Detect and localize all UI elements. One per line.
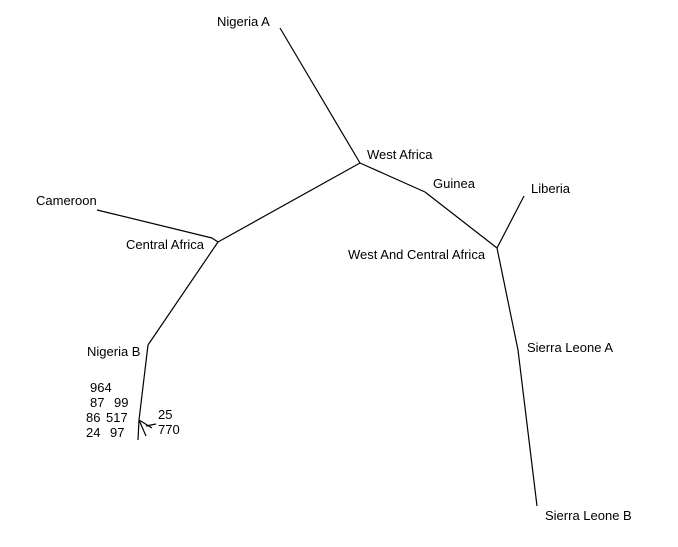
branch-liberia [496,195,525,249]
branch-cluster [138,419,147,437]
branch-west-central [217,162,361,243]
label-central-africa: Central Africa [126,237,205,252]
cluster-label: 964 [90,380,112,395]
cluster-label: 99 [114,395,128,410]
branch-nigeria-a [279,27,361,164]
cluster-label: 87 [90,395,104,410]
branch-stub [211,237,219,243]
label-nigeria-a: Nigeria A [217,14,270,29]
branch-nigeria-b [138,344,149,421]
label-cameroon: Cameroon [36,193,97,208]
branch-cluster [138,419,153,429]
label-liberia: Liberia [531,181,571,196]
label-sierra-leone-a: Sierra Leone A [527,340,613,355]
branch-sierra-leone-b [517,349,538,507]
cluster-label: 25 [158,407,172,422]
cluster-label: 517 [106,410,128,425]
label-nigeria-b: Nigeria B [87,344,140,359]
branch-guinea [359,162,426,193]
branch-cameroon [96,209,213,239]
cluster-label: 97 [110,425,124,440]
cluster-label: 770 [158,422,180,437]
label-sierra-leone-b: Sierra Leone B [545,508,632,523]
label-guinea: Guinea [433,176,476,191]
branch-central-nigeria-b [147,241,219,346]
cluster-label: 24 [86,425,100,440]
branch-cluster [145,423,157,427]
label-west-africa: West Africa [367,147,433,162]
label-west-and-central-africa: West And Central Africa [348,247,486,262]
branch-guinea-wca [424,191,498,249]
branch-sierra-leone-a [496,247,519,351]
branch-cluster [137,419,140,441]
cluster-label: 86 [86,410,100,425]
